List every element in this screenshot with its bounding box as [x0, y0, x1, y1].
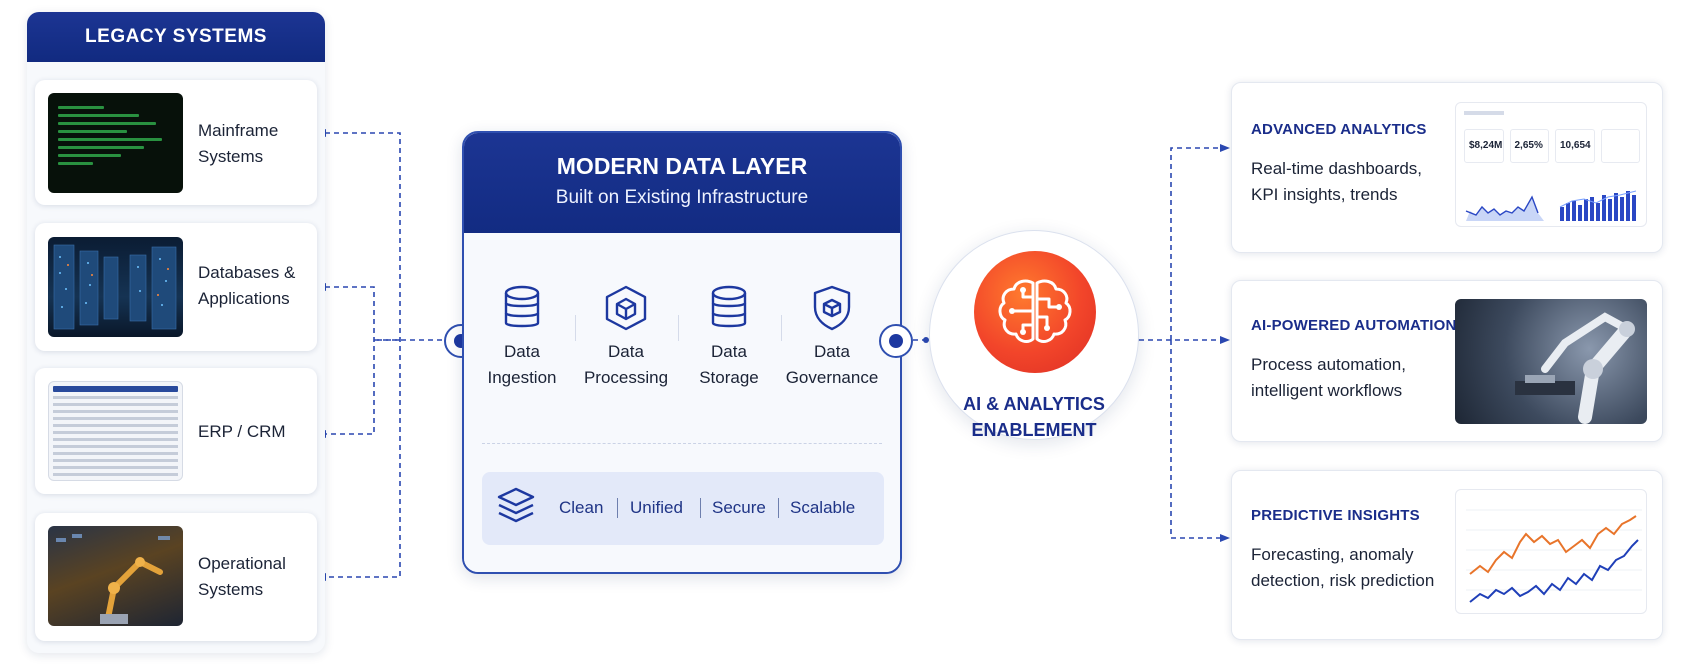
server-room-icon	[48, 237, 183, 337]
modern-data-layer: MODERN DATA LAYER Built on Existing Infr…	[462, 131, 902, 574]
legacy-card-databases[interactable]: Databases & Applications	[35, 223, 317, 351]
dashboard-kpi: 2,65%	[1509, 129, 1549, 163]
modern-data-layer-body: Data Ingestion Data Processing	[464, 233, 900, 572]
modern-data-layer-header: MODERN DATA LAYER Built on Existing Infr…	[464, 133, 900, 233]
legacy-label-databases: Databases & Applications	[198, 263, 296, 308]
function-data-governance[interactable]: Data Governance	[780, 285, 884, 391]
modern-data-layer-subtitle: Built on Existing Infrastructure	[555, 187, 809, 208]
outcome-card-ai-automation[interactable]: AI-POWERED AUTOMATION Process automation…	[1231, 280, 1663, 442]
function-divider	[678, 315, 679, 341]
outcome-title: PREDICTIVE INSIGHTS	[1251, 507, 1420, 524]
quality-divider	[778, 498, 779, 518]
brain-circuit-icon	[974, 251, 1096, 373]
legacy-label-erp-crm: ERP / CRM	[198, 422, 286, 441]
database-icon	[711, 285, 747, 328]
analytics-dashboard-thumbnail: $8,24M 2,65% 10,654	[1455, 102, 1647, 227]
layers-icon	[497, 487, 535, 523]
function-divider	[575, 315, 576, 341]
legacy-label-mainframe: Mainframe Systems	[198, 121, 279, 166]
function-label: Data Ingestion	[487, 342, 557, 387]
forecast-chart-thumbnail	[1455, 489, 1647, 614]
outcome-description: Real-time dashboards, KPI insights, tren…	[1251, 159, 1423, 204]
data-layer-output-node	[879, 324, 913, 358]
dashboard-kpi: $8,24M	[1464, 129, 1504, 163]
quality-scalable: Scalable	[790, 498, 856, 517]
mini-chart-icon	[1464, 111, 1637, 221]
function-divider	[781, 315, 782, 341]
function-label: Data Storage	[699, 342, 759, 387]
quality-divider	[700, 498, 701, 518]
outcome-description: Forecasting, anomaly detection, risk pre…	[1251, 545, 1435, 590]
shield-cube-icon	[813, 285, 851, 331]
forecast-line-chart-icon	[1466, 509, 1642, 603]
legacy-systems-title: LEGACY SYSTEMS	[27, 12, 325, 62]
outcome-title: AI-POWERED AUTOMATION	[1251, 317, 1457, 334]
outcome-card-advanced-analytics[interactable]: ADVANCED ANALYTICS Real-time dashboards,…	[1231, 82, 1663, 253]
quality-unified: Unified	[630, 498, 683, 517]
quality-clean: Clean	[559, 498, 604, 517]
spreadsheet-icon	[48, 381, 183, 481]
ai-analytics-label: AI & ANALYTICS ENABLEMENT	[963, 394, 1105, 440]
modern-data-layer-title: MODERN DATA LAYER	[556, 153, 808, 179]
robot-arm-thumbnail	[1455, 299, 1647, 424]
cube-hexagon-icon	[605, 285, 647, 331]
mainframe-screen-icon	[48, 93, 183, 193]
function-data-processing[interactable]: Data Processing	[574, 285, 678, 391]
legacy-card-erp-crm[interactable]: ERP / CRM	[35, 368, 317, 494]
factory-robot-icon	[48, 526, 183, 626]
dashboard-kpis: $8,24M 2,65% 10,654	[1464, 129, 1640, 163]
outcome-title: ADVANCED ANALYTICS	[1251, 121, 1427, 138]
quality-divider	[617, 498, 618, 518]
function-data-storage[interactable]: Data Storage	[677, 285, 781, 391]
dashboard-kpi	[1600, 129, 1640, 163]
dashboard-kpi: 10,654	[1555, 129, 1595, 163]
ai-analytics-enablement[interactable]: AI & ANALYTICS ENABLEMENT	[929, 230, 1139, 440]
outcome-card-predictive-insights[interactable]: PREDICTIVE INSIGHTS Forecasting, anomaly…	[1231, 470, 1663, 640]
database-icon	[504, 285, 540, 328]
legacy-label-operational: Operational Systems	[198, 554, 286, 599]
function-label: Data Processing	[583, 342, 669, 387]
function-data-ingestion[interactable]: Data Ingestion	[470, 285, 574, 391]
legacy-card-operational[interactable]: Operational Systems	[35, 513, 317, 641]
legacy-card-mainframe[interactable]: Mainframe Systems	[35, 80, 317, 205]
outcome-description: Process automation, intelligent workflow…	[1251, 355, 1406, 400]
data-quality-bar: Clean Unified Secure Scalable	[482, 472, 884, 545]
divider	[482, 443, 882, 444]
function-label: Data Governance	[785, 342, 879, 387]
quality-secure: Secure	[712, 498, 766, 517]
